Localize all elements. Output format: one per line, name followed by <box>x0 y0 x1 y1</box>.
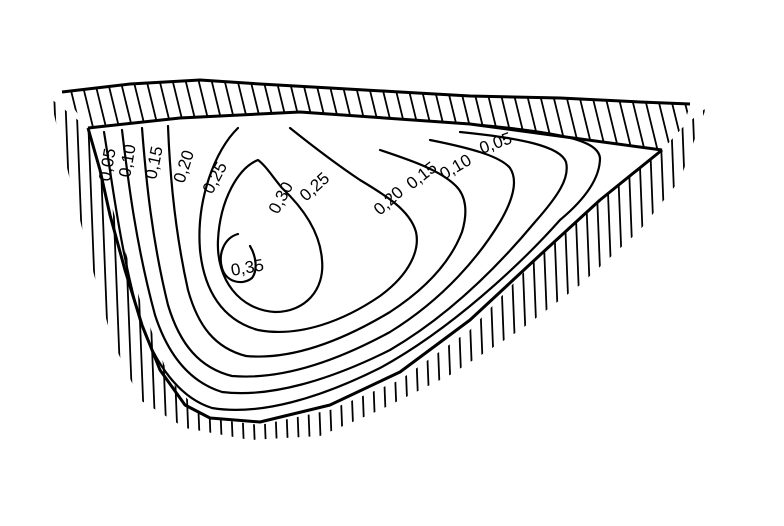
wall-hatch-line <box>10 90 24 450</box>
wall-hatch-line <box>570 98 586 440</box>
top-hatch-line <box>689 80 690 150</box>
label-right-0-20: 0,20 <box>370 183 407 219</box>
wall-hatch-line <box>725 90 739 450</box>
label-left-0-05: 0,05 <box>95 147 119 183</box>
wall-hatch-line <box>758 90 772 450</box>
top-hatch-line <box>650 80 674 150</box>
top-hatch-line <box>716 70 738 160</box>
wall-hatch-line <box>75 98 91 440</box>
wall-hatch-line <box>548 98 564 440</box>
wall-hatch-line <box>658 98 674 440</box>
top-hatch-line <box>585 80 609 150</box>
wall-hatch-line <box>64 98 80 440</box>
wall-hatch-line <box>262 98 278 440</box>
top-hatch-line <box>299 80 323 150</box>
top-hatch-line <box>377 80 401 150</box>
wall-hatch-line <box>592 98 608 440</box>
contour-lines <box>102 122 602 411</box>
top-hatch-line <box>62 80 76 150</box>
contour-0-20 <box>166 124 467 358</box>
wall-hatch-line <box>747 90 761 450</box>
wall-hatch-line <box>295 98 311 440</box>
wall-hatch-line <box>163 98 179 440</box>
top-hatch-line <box>403 80 427 150</box>
wall-hatch-line <box>207 98 223 440</box>
wall-hatch-line <box>273 98 289 440</box>
top-hatch-line <box>416 80 440 150</box>
wall-hatch-line <box>647 98 663 440</box>
cross-section-boundary <box>86 127 663 424</box>
label-left-0-20: 0,20 <box>170 148 198 185</box>
wall-hatch-line <box>372 98 388 440</box>
wall-hatch-line <box>702 98 706 440</box>
top-hatch-line <box>182 80 206 150</box>
top-hatch-line <box>169 80 193 150</box>
top-hatch-line <box>364 80 388 150</box>
top-hatch-line <box>520 80 544 150</box>
wall-hatch-line <box>284 98 300 440</box>
contour-0-35 <box>219 232 257 284</box>
contour-0-15 <box>140 126 516 378</box>
label-right-0-10: 0,10 <box>437 150 475 183</box>
wall-hatch-line <box>416 98 432 440</box>
top-hatched-band <box>61 70 738 160</box>
label-right-0-25: 0,25 <box>296 169 333 205</box>
label-left-0-10: 0,10 <box>115 143 139 179</box>
top-hatch-line <box>676 80 690 150</box>
wall-hatch-line <box>383 98 399 440</box>
contour-0-30 <box>216 158 324 314</box>
wall-hatch-line <box>32 90 46 450</box>
wall-hatch-line <box>691 98 706 440</box>
top-hatch-line <box>429 80 453 150</box>
wall-hatch-line <box>714 90 728 450</box>
wall-hatch-line <box>559 98 575 440</box>
wall-hatch-line <box>350 98 366 440</box>
wall-hatch-line <box>53 98 69 440</box>
label-left-0-25: 0,25 <box>199 159 231 197</box>
label-right-0-05: 0,05 <box>477 129 515 158</box>
label-left-0-15: 0,15 <box>141 145 166 181</box>
top-hatch-line <box>703 70 725 160</box>
label-right-0-15: 0,15 <box>403 158 441 193</box>
wall-hatch-line <box>680 98 696 440</box>
wall-hatch-line <box>537 98 553 440</box>
wall-hatch-line <box>21 90 35 450</box>
top-hatch-line <box>286 80 310 150</box>
top-hatch-line <box>91 80 115 150</box>
top-hatch-line <box>559 80 583 150</box>
wall-hatch-line <box>361 98 377 440</box>
wall-hatch-line <box>50 98 58 440</box>
top-hatch-line <box>598 80 622 150</box>
wall-hatch-line <box>736 90 750 450</box>
contour-0-25 <box>198 126 418 334</box>
top-hatch-line <box>390 80 414 150</box>
contour-0-05 <box>102 122 602 411</box>
wall-hatch-line <box>405 98 421 440</box>
contour-0-10 <box>120 128 568 395</box>
top-hatch-line <box>62 80 63 150</box>
top-hatch-line <box>65 80 89 150</box>
top-hatch-line <box>546 80 570 150</box>
wall-hatch-line <box>669 98 685 440</box>
wall-hatch-line <box>317 98 333 440</box>
label-inner-0-35: 0,35 <box>229 255 265 279</box>
wall-hatch-line <box>328 98 344 440</box>
